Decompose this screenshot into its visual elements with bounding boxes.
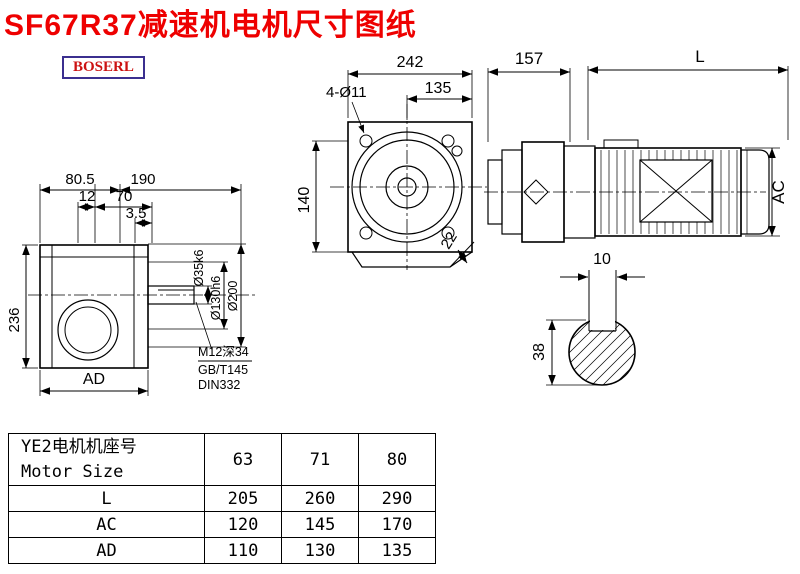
tap-note-label: M12深34 <box>198 345 249 359</box>
std-note1-label: GB/T145 <box>198 363 248 377</box>
shaft-dia-label: Ø35k6 <box>192 250 206 287</box>
dim-140-label: 140 <box>296 187 313 214</box>
table-header-row: YE2电机机座号 Motor Size 63 71 80 <box>8 433 436 486</box>
dim-190-label: 190 <box>130 171 155 188</box>
value-ac-80: 170 <box>358 511 436 538</box>
key-width-label: 10 <box>593 251 611 268</box>
motor-size-71: 71 <box>281 433 359 486</box>
dim-22-label: 22 <box>438 229 461 252</box>
value-l-63: 205 <box>204 485 282 512</box>
dim-70-label: 70 <box>116 188 133 205</box>
table-header-cn: YE2电机机座号 <box>21 436 137 457</box>
table-header-en: Motor Size <box>21 461 124 482</box>
dim-236-label: 236 <box>6 307 23 332</box>
side-view-drawing: 80.5 190 12 70 3.5 236 AD Ø35k6 Ø130h6 <box>6 171 256 396</box>
dim-157-label: 157 <box>515 49 543 68</box>
brand-logo-text: BOSERL <box>73 59 134 75</box>
brand-logo: BOSERL <box>62 56 145 79</box>
row-label-ac: AC <box>8 511 205 538</box>
bolt-holes-label: 4-Ø11 <box>326 84 367 101</box>
dim-80-5-label: 80.5 <box>65 171 94 188</box>
value-ad-63: 110 <box>204 537 282 564</box>
page-title: SF67R37减速机电机尺寸图纸 <box>4 9 417 42</box>
value-ad-80: 135 <box>358 537 436 564</box>
value-ac-71: 145 <box>281 511 359 538</box>
technical-drawing-svg: 242 135 4-Ø11 140 22 <box>6 47 789 396</box>
motor-dimension-table: YE2电机机座号 Motor Size 63 71 80 L 205 260 2… <box>8 433 436 564</box>
table-row-ac: AC 120 145 170 <box>8 511 436 538</box>
flange-dia-label: Ø200 <box>226 281 240 312</box>
shaft-section-drawing: 10 38 <box>531 251 645 386</box>
dim-12-label: 12 <box>79 188 96 205</box>
spigot-dia-label: Ø130h6 <box>209 276 223 321</box>
shaft-section-dia-label: 38 <box>531 343 548 361</box>
table-row-l: L 205 260 290 <box>8 485 436 512</box>
motor-view-drawing: 157 L AC <box>484 47 789 243</box>
motor-size-80: 80 <box>358 433 436 486</box>
dim-ad-label: AD <box>83 371 105 388</box>
dim-ac-label: AC <box>769 180 788 204</box>
front-view-drawing: 242 135 4-Ø11 140 22 <box>296 54 487 270</box>
value-l-71: 260 <box>281 485 359 512</box>
value-l-80: 290 <box>358 485 436 512</box>
table-header-cell: YE2电机机座号 Motor Size <box>8 433 205 486</box>
dim-3-5-label: 3.5 <box>126 205 147 222</box>
motor-size-63: 63 <box>204 433 282 486</box>
dim-135-label: 135 <box>425 80 452 97</box>
row-label-l: L <box>8 485 205 512</box>
value-ac-63: 120 <box>204 511 282 538</box>
dim-242-label: 242 <box>397 54 424 71</box>
row-label-ad: AD <box>8 537 205 564</box>
dim-l-label: L <box>695 47 704 66</box>
std-note2-label: DIN332 <box>198 378 240 392</box>
value-ad-71: 130 <box>281 537 359 564</box>
table-row-ad: AD 110 130 135 <box>8 537 436 564</box>
